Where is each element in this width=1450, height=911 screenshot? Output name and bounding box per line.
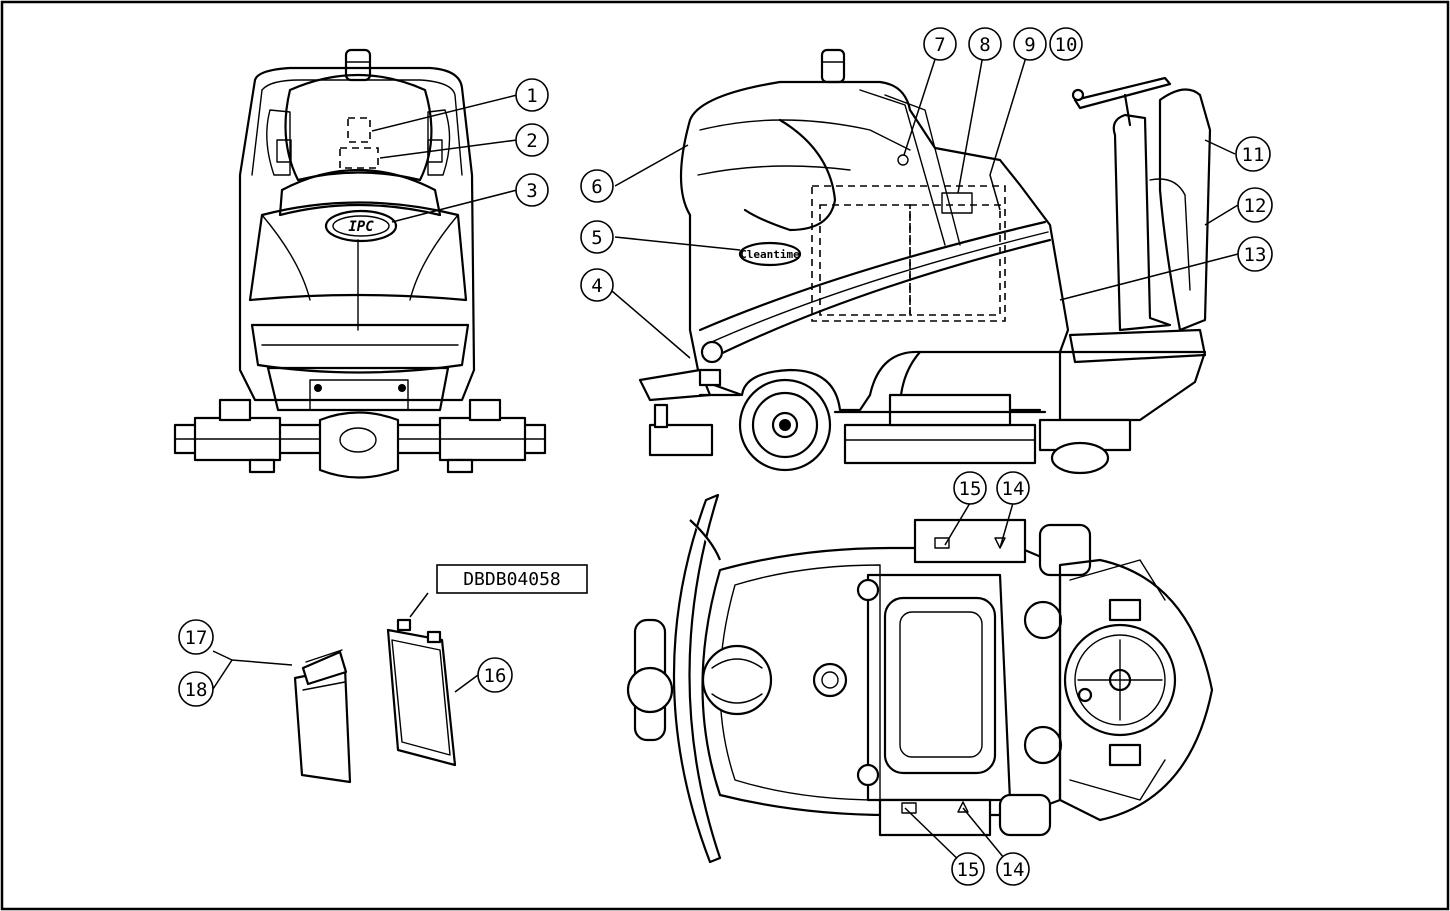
- callout-13: 13: [1237, 236, 1273, 272]
- svg-text:17: 17: [185, 627, 208, 649]
- svg-text:4: 4: [591, 275, 602, 297]
- svg-text:16: 16: [484, 665, 507, 687]
- front-logo: IPC: [348, 219, 374, 235]
- svg-text:10: 10: [1055, 34, 1078, 56]
- callout-15-top: 15: [953, 471, 987, 505]
- callout-5: 5: [580, 220, 614, 254]
- svg-text:14: 14: [1002, 859, 1025, 881]
- svg-text:14: 14: [1002, 478, 1025, 500]
- side-view-drawing: Cleantime: [638, 48, 1212, 475]
- svg-text:11: 11: [1242, 144, 1265, 166]
- callout-16: 16: [477, 657, 513, 693]
- callout-11: 11: [1235, 136, 1271, 172]
- callout-14-bottom: 14: [996, 852, 1030, 886]
- side-logo: Cleantime: [740, 248, 800, 261]
- svg-text:13: 13: [1244, 244, 1267, 266]
- part-number-label: DBDB04058: [436, 564, 588, 594]
- svg-text:3: 3: [526, 180, 537, 202]
- callout-6: 6: [580, 169, 614, 203]
- callout-10: 10: [1049, 27, 1083, 61]
- callout-4: 4: [580, 268, 614, 302]
- callout-14-top: 14: [996, 471, 1030, 505]
- svg-text:18: 18: [185, 679, 208, 701]
- decal-holder-drawing: [293, 649, 352, 784]
- svg-text:7: 7: [934, 34, 945, 56]
- svg-text:15: 15: [957, 859, 980, 881]
- callout-2: 2: [515, 123, 549, 157]
- top-view-drawing: [626, 493, 1214, 864]
- callout-12: 12: [1237, 187, 1273, 223]
- callout-7: 7: [923, 27, 957, 61]
- decal-sheet-drawing: [386, 618, 457, 767]
- callout-8: 8: [968, 27, 1002, 61]
- callout-9: 9: [1013, 27, 1047, 61]
- svg-text:5: 5: [591, 227, 602, 249]
- part-number-text: DBDB04058: [463, 569, 561, 590]
- svg-text:6: 6: [591, 176, 602, 198]
- callout-3: 3: [515, 173, 549, 207]
- front-view-drawing: IPC: [173, 48, 547, 479]
- svg-text:9: 9: [1024, 34, 1035, 56]
- callout-18: 18: [178, 671, 214, 707]
- svg-text:12: 12: [1244, 195, 1267, 217]
- callout-1: 1: [515, 78, 549, 112]
- svg-text:2: 2: [526, 130, 537, 152]
- svg-text:15: 15: [959, 478, 982, 500]
- svg-text:1: 1: [526, 85, 537, 107]
- callout-17: 17: [178, 619, 214, 655]
- svg-text:8: 8: [979, 34, 990, 56]
- callout-15-bottom: 15: [951, 852, 985, 886]
